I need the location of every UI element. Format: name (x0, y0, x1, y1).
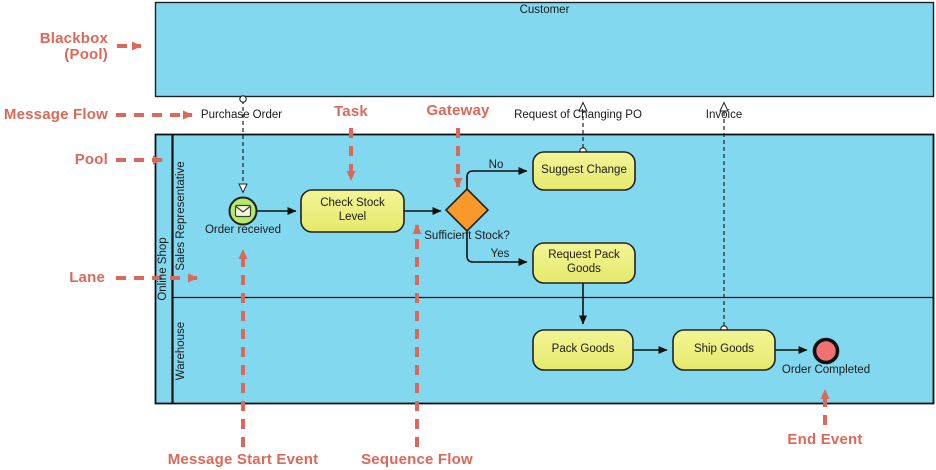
annotation-blackbox-pool: Blackbox (Pool) (39, 30, 108, 63)
message-flow-request-changing-po-label: Request of Changing PO (514, 109, 642, 121)
task-pack-goods-label: Pack Goods (551, 343, 615, 356)
gateway-question-label: Sufficient Stock? (424, 230, 510, 242)
annotation-message-start-event: Message Start Event (167, 451, 319, 468)
task-suggest-change (532, 151, 636, 191)
task-check-stock-level (300, 189, 405, 233)
message-flow-invoice-label: Invoice (705, 109, 743, 121)
task-ship-goods-label: Ship Goods (693, 343, 755, 356)
sequence-flow-no-branch (466, 167, 528, 190)
customer-blackbox-pool (154, 1, 935, 98)
annotation-task: Task (334, 103, 368, 120)
condition-no-label: No (488, 159, 504, 171)
end-event-label: Order Completed (781, 364, 871, 376)
task-check-stock-level-label: Check Stock Level (320, 197, 385, 223)
annotation-pool: Pool (74, 151, 108, 168)
task-ship-goods (672, 329, 776, 371)
annotation-gateway: Gateway (426, 102, 490, 119)
annotation-sequence-flow: Sequence Flow (361, 451, 473, 468)
message-envelope-icon (234, 204, 252, 218)
message-flow-purchase-order-label: Purchase Order (200, 109, 283, 121)
task-request-pack-goods-label: Request Pack Goods (548, 249, 620, 275)
annotation-lane: Lane (69, 269, 105, 286)
condition-yes-label: Yes (490, 248, 510, 260)
task-request-pack-goods (532, 242, 636, 284)
task-suggest-change-label: Suggest Change (541, 164, 627, 177)
message-flow-origin-dot (239, 95, 247, 103)
customer-pool-label: Customer (519, 4, 570, 16)
gateway-diamond (444, 187, 490, 233)
end-event-circle (812, 337, 840, 365)
lane-warehouse-label: Warehouse (175, 321, 187, 381)
task-pack-goods (532, 329, 634, 371)
annotation-end-event: End Event (787, 431, 863, 448)
annotation-message-flow: Message Flow (3, 106, 108, 123)
sequence-flow-yes-branch (466, 231, 528, 266)
start-event-label: Order received (204, 224, 282, 236)
online-shop-pool-label: Online Shop (157, 237, 169, 301)
